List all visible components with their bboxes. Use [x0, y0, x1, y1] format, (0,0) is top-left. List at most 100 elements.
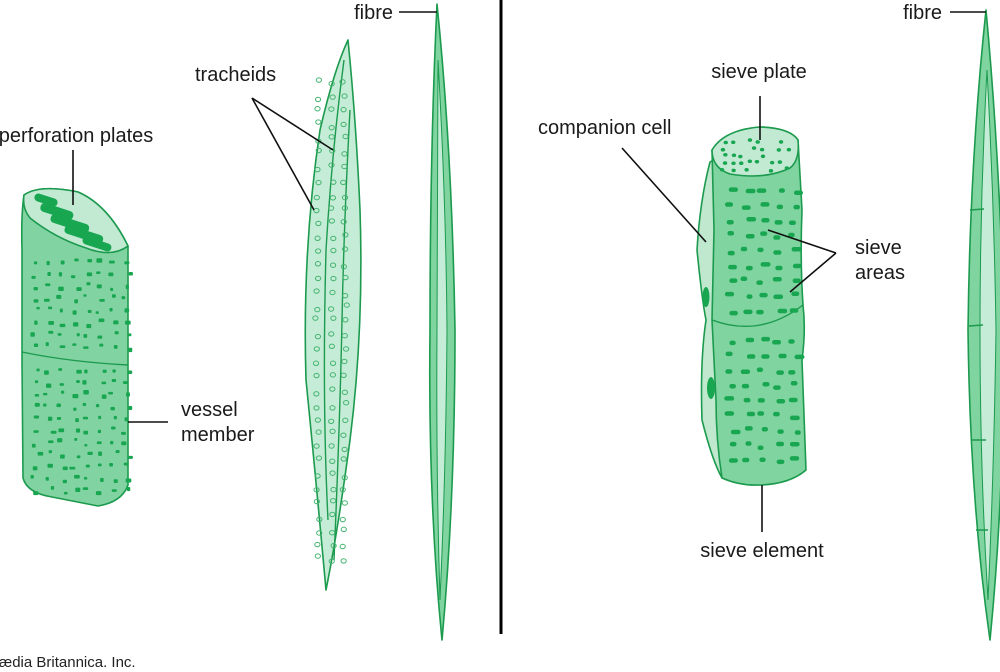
pit: [329, 147, 336, 154]
pit: [33, 430, 39, 433]
pit: [101, 394, 107, 399]
pit: [789, 456, 800, 461]
pit: [329, 386, 336, 392]
pit: [792, 278, 801, 283]
pit: [125, 320, 131, 325]
pit: [725, 202, 734, 207]
pit: [725, 351, 733, 357]
pit: [788, 339, 795, 344]
pit: [111, 378, 117, 383]
pit: [744, 426, 753, 431]
pit: [760, 202, 770, 207]
pit: [328, 306, 335, 312]
pit: [719, 167, 725, 172]
pit: [32, 466, 38, 471]
pit: [341, 358, 348, 365]
pit: [96, 271, 101, 275]
pit: [339, 516, 346, 523]
pit: [775, 265, 783, 271]
pit: [46, 261, 50, 266]
pit: [740, 246, 748, 252]
pit: [746, 411, 756, 417]
pit: [83, 294, 87, 297]
pit: [788, 232, 795, 238]
pit: [313, 194, 320, 201]
pit: [751, 146, 757, 150]
pit: [327, 205, 335, 211]
pit: [342, 232, 349, 238]
pit: [743, 397, 751, 403]
label-perforation-plates: perforation plates: [0, 125, 153, 147]
pit: [342, 274, 349, 281]
pit: [722, 161, 728, 165]
pit: [313, 391, 320, 397]
pit: [731, 153, 737, 158]
pit: [47, 306, 53, 310]
pit: [31, 275, 36, 279]
pit: [757, 247, 764, 253]
perforation-plate-bars: [34, 193, 112, 252]
pit: [759, 147, 765, 152]
pit: [56, 416, 62, 420]
pit: [74, 438, 78, 441]
pit: [731, 161, 736, 166]
pit: [772, 339, 782, 345]
pit: [30, 474, 34, 479]
pit: [126, 486, 131, 492]
pit: [328, 418, 335, 425]
sieve-plate-pores: [719, 138, 792, 173]
pit: [86, 272, 93, 277]
label-companion-cell: companion cell: [538, 117, 671, 139]
pit: [57, 438, 63, 443]
pit: [312, 315, 319, 321]
pit: [341, 500, 348, 506]
pit: [31, 443, 36, 448]
pit: [59, 308, 63, 313]
pit: [44, 370, 49, 375]
pit: [728, 187, 738, 192]
pit: [739, 161, 744, 166]
pit: [768, 169, 774, 173]
pit: [62, 466, 68, 471]
pit: [315, 429, 322, 435]
pit: [316, 516, 323, 522]
pit: [778, 188, 785, 193]
fibre-left-cell: [428, 3, 456, 641]
pit: [82, 402, 87, 407]
pit: [328, 162, 335, 168]
pit: [339, 79, 346, 85]
pit: [98, 318, 105, 323]
pit: [723, 152, 728, 157]
pit: [82, 487, 89, 491]
pit: [74, 474, 80, 479]
pit: [724, 291, 735, 297]
pit: [33, 415, 40, 419]
pit: [314, 235, 321, 241]
pit: [745, 441, 752, 446]
pit: [759, 292, 768, 298]
pit: [731, 140, 736, 145]
pit: [793, 190, 803, 196]
pit: [741, 383, 750, 389]
pit: [97, 463, 102, 467]
pit: [755, 140, 760, 144]
pit: [101, 381, 107, 385]
leader-lines: [72, 11, 986, 532]
pit: [315, 77, 322, 83]
pit: [115, 450, 120, 454]
pit: [76, 455, 81, 459]
pit: [343, 302, 350, 308]
pit: [786, 147, 792, 152]
pit: [313, 487, 320, 493]
pit: [113, 344, 118, 349]
pit: [761, 218, 770, 223]
pit: [340, 456, 347, 462]
pit: [126, 392, 130, 397]
pit: [340, 179, 347, 186]
pit: [73, 407, 77, 411]
pit: [777, 160, 783, 164]
pit: [762, 381, 770, 387]
pit: [760, 154, 766, 159]
pit: [342, 417, 349, 424]
pit: [124, 261, 130, 265]
